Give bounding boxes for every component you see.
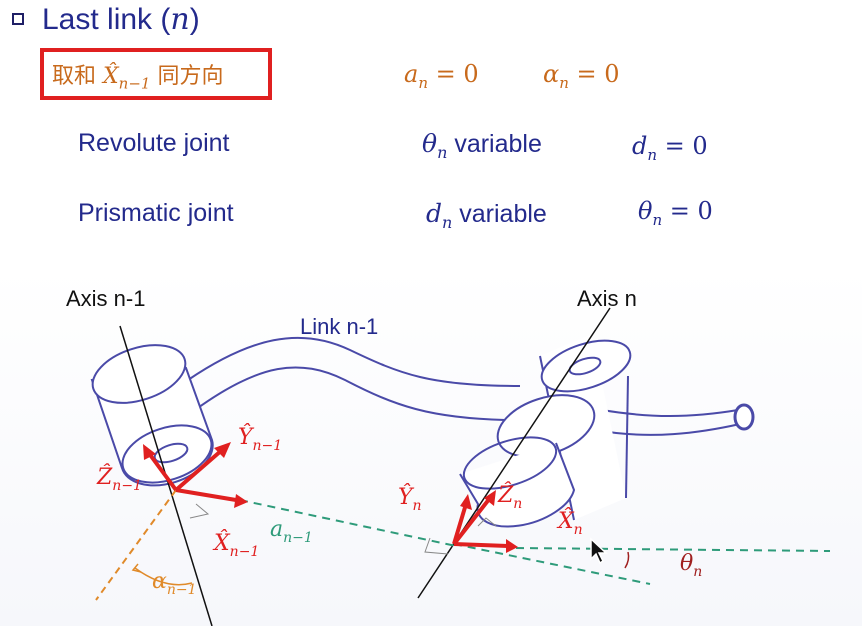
end-tube-bottom bbox=[595, 423, 741, 436]
mouse-cursor-icon bbox=[590, 537, 608, 565]
a-n-equation: an = 0 bbox=[404, 60, 479, 92]
y-n-1-arrowhead bbox=[214, 442, 231, 458]
cylinder-joint-n-1 bbox=[90, 344, 214, 487]
end-tube-top bbox=[601, 409, 739, 417]
right-angle-mark-3 bbox=[477, 517, 497, 527]
revolute-var-subscript: n bbox=[437, 143, 448, 162]
title-label: Last link ( bbox=[42, 2, 171, 36]
title-text: Last link (n) bbox=[42, 2, 200, 37]
x-n-1-label: X̂n−1 bbox=[212, 530, 259, 560]
title-close-paren: ) bbox=[189, 2, 200, 36]
a-n-symbol: a bbox=[404, 60, 419, 88]
theta-arc bbox=[624, 551, 630, 569]
a-n-subscript: n bbox=[418, 73, 428, 92]
revolute-fixed-subscript: n bbox=[647, 145, 658, 164]
a-n-value: = 0 bbox=[427, 60, 479, 88]
z-n-1-label: Ẑn−1 bbox=[96, 463, 142, 494]
revolute-var-text: variable bbox=[447, 130, 542, 158]
note-suffix: 同方向 bbox=[150, 64, 224, 89]
link-tube-bottom bbox=[194, 366, 506, 421]
right-angle-mark-1 bbox=[189, 503, 210, 519]
highlight-box bbox=[40, 48, 272, 100]
revolute-var-symbol: θ bbox=[422, 129, 438, 158]
axis-n-line bbox=[417, 307, 611, 599]
x-n-1-arrowhead bbox=[234, 494, 248, 508]
prismatic-var-text: variable bbox=[452, 200, 547, 228]
z-n-1-arrow bbox=[146, 450, 178, 492]
note-same-direction: 取和 X̂n−1 同方向 bbox=[52, 58, 223, 92]
prismatic-fixed-symbol: θ bbox=[638, 197, 653, 225]
prismatic-var-subscript: n bbox=[442, 213, 453, 232]
revolute-joint-label: Revolute joint bbox=[78, 129, 230, 157]
prismatic-fixed-equation: θn = 0 bbox=[638, 197, 713, 229]
link-frame-diagram: Axis n-1 Axis n Link n-1 Ẑn−1 Ŷn−1 X̂n−1… bbox=[66, 286, 831, 626]
link-n-1-body bbox=[187, 336, 741, 436]
link-tube-top bbox=[187, 336, 521, 387]
y-n-1-label: Ŷn−1 bbox=[238, 423, 282, 454]
revolute-fixed-equation: dn = 0 bbox=[632, 132, 708, 164]
alpha-n-value: = 0 bbox=[568, 60, 620, 88]
prismatic-variable: dn variable bbox=[426, 199, 547, 232]
z-n-1-arrowhead bbox=[143, 444, 156, 460]
prismatic-joint-label: Prismatic joint bbox=[78, 199, 234, 227]
a-n-1-label: an−1 bbox=[270, 517, 313, 546]
z-n-arrow bbox=[452, 496, 492, 546]
link-n-1-label: Link n-1 bbox=[300, 314, 378, 339]
title-variable: n bbox=[170, 1, 190, 37]
alpha-n-equation: αn = 0 bbox=[543, 60, 620, 92]
z-n-arrowhead bbox=[484, 490, 496, 506]
slide-title: Last link (n) bbox=[8, 2, 200, 37]
right-angle-mark-2 bbox=[424, 537, 449, 555]
x-n-arrow bbox=[453, 542, 509, 548]
note-prefix: 取和 bbox=[52, 64, 103, 89]
x-n-arrowhead bbox=[506, 539, 518, 553]
y-n-label: Ŷn bbox=[398, 483, 422, 514]
frame-n-1-arrows bbox=[143, 442, 248, 508]
square-bullet-icon bbox=[12, 13, 24, 25]
x-n-direction-dashed bbox=[515, 547, 831, 552]
alpha-n-1-label: αn−1 bbox=[152, 569, 197, 598]
prismatic-fixed-value: = 0 bbox=[662, 197, 713, 225]
alpha-n-subscript: n bbox=[559, 73, 569, 92]
common-normal-dashed bbox=[239, 499, 457, 547]
frame-n-arrows bbox=[452, 490, 518, 553]
z-n-label: Ẑn bbox=[497, 481, 522, 512]
prismatic-var-symbol: d bbox=[426, 199, 443, 228]
x-n-label: X̂n bbox=[556, 508, 583, 538]
y-n-1-arrow bbox=[174, 448, 224, 492]
axis-n-1-label: Axis n-1 bbox=[66, 286, 145, 311]
note-x-symbol: X̂ bbox=[103, 64, 119, 89]
end-tube-opening bbox=[733, 403, 755, 431]
projected-axis-dashed bbox=[95, 489, 177, 601]
theta-n-label: θn bbox=[680, 551, 702, 580]
x-n-1-arrow bbox=[175, 488, 237, 502]
note-x-subscript: n−1 bbox=[118, 74, 151, 93]
y-n-arrow bbox=[452, 503, 468, 545]
prismatic-fixed-subscript: n bbox=[652, 210, 663, 229]
y-n-arrowhead bbox=[460, 494, 472, 510]
revolute-variable: θn variable bbox=[422, 129, 542, 162]
alpha-arc-arrowhead bbox=[131, 563, 142, 573]
axis-n-label: Axis n bbox=[577, 286, 637, 311]
x-n-extension-dashed bbox=[453, 543, 651, 585]
alpha-n-symbol: α bbox=[543, 60, 560, 88]
revolute-fixed-symbol: d bbox=[632, 132, 648, 160]
revolute-fixed-value: = 0 bbox=[657, 132, 708, 160]
